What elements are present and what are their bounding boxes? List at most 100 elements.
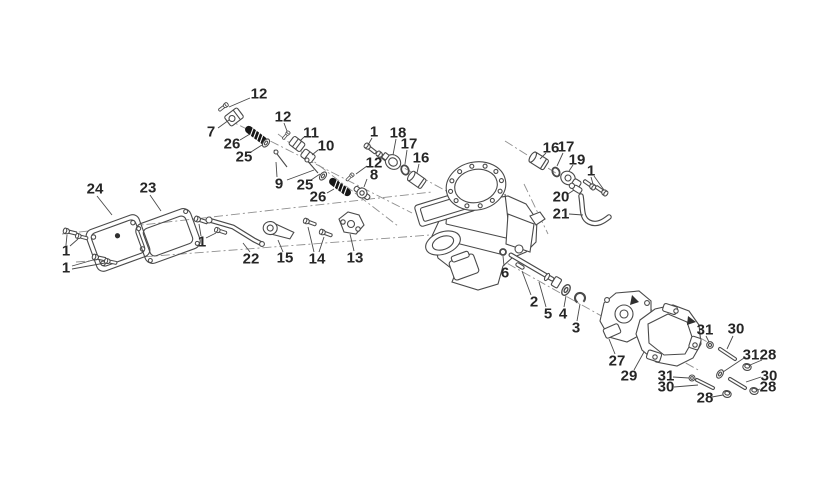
callout-25-leader [250,144,263,153]
callout-9-leader [286,169,315,181]
callout-21-leader [568,213,584,216]
callout-22-label: 22 [243,251,260,268]
callout-31-leader [672,376,690,379]
callout-14-leader [307,226,315,253]
callout-27-leader [608,338,616,355]
callout-1-leader [198,223,202,237]
part-9-rod-a [273,149,288,168]
callout-1-label: 1 [370,124,378,141]
callout-30-leader [745,376,762,383]
part-3-snapring [573,291,587,305]
callout-2-leader [521,270,532,296]
part-7-holder [224,107,244,127]
part-28-nut-b [748,386,760,396]
part-14-screw-b [318,228,334,239]
part-14-screw-a [302,217,318,228]
callout-4-label: 4 [559,306,568,323]
part-5-shaft [508,252,562,289]
callout-25-label: 25 [236,149,253,166]
callout-17-leader [556,152,564,167]
callout-6-leader [502,255,505,267]
callout-29-label: 29 [621,368,638,385]
part-30-stud-c [695,378,715,390]
callout-3-leader [576,303,581,322]
callout-16-leader [539,152,547,160]
part-12-screw-a [217,101,230,113]
callout-31-leader [705,335,710,343]
part-29-cover [635,303,702,367]
part-8-fitting [353,185,371,201]
callout-23-leader [149,194,162,212]
callout-7-label: 7 [207,124,215,141]
callout-16-leader [416,163,420,174]
callout-8-leader [363,178,368,188]
callout-13-leader [349,233,355,252]
callout-20-leader [567,189,575,195]
callout-31-label: 31 [697,322,714,339]
callout-1-leader [593,175,605,191]
callout-16-label: 16 [413,150,430,167]
callout-1-leader [590,176,594,185]
part-throttle-body [414,161,546,291]
callout-24-leader [96,195,113,216]
callout-31-leader [722,357,745,373]
callout-1-leader [69,238,79,247]
part-11-block [288,136,306,152]
part-22-lever [205,216,265,247]
callout-12-label: 12 [366,155,383,172]
callout-15-label: 15 [277,250,294,267]
callout-leaders [65,97,763,398]
callout-24-label: 24 [87,181,104,198]
callout-30-leader [726,335,734,350]
callout-1-label: 1 [62,260,70,277]
callout-30-label: 30 [658,379,675,396]
callout-26-label: 26 [310,189,327,206]
part-15-bracket [262,220,295,240]
callout-21-label: 21 [553,206,570,223]
callout-28-leader [756,388,761,391]
callout-28-label: 28 [760,347,777,364]
callout-6-label: 6 [501,265,509,282]
part-28-nut-a [741,362,753,372]
callout-31-label: 31 [743,347,760,364]
callout-19-label: 19 [569,152,586,169]
part-20-joint [568,182,583,194]
part-9-rod-b [304,157,319,174]
part-6-oring [499,248,507,256]
part-2-pin [515,262,525,270]
callout-26-leader [239,133,251,141]
callout-12-leader [355,165,368,175]
part-17-oring-a [400,164,410,176]
callout-1-label: 1 [198,234,206,251]
callout-1-leader [71,262,106,270]
callout-17-leader [404,149,408,165]
part-31-nut-b [714,368,726,380]
callout-5-leader [538,281,547,308]
part-31-nut-c [688,374,696,382]
callout-4-leader [563,295,567,308]
part-1-screw-a [362,141,379,156]
callout-23-label: 23 [140,180,157,197]
callout-12-label: 12 [251,86,268,103]
part-1-screw-j [213,226,228,236]
part-18-cap [381,152,402,170]
part-31-nut-a [706,341,714,349]
callout-18-label: 18 [390,125,407,142]
part-4-washer [559,282,573,298]
callout-1-leader [205,232,217,239]
part-24-cover [85,214,151,272]
part-30-stud-b [728,377,747,390]
part-1-screw-c [581,177,598,192]
callout-1-label: 1 [587,163,595,180]
callout-22-leader [242,242,251,253]
throttle-bore-flange [445,161,507,211]
callout-2-label: 2 [530,294,538,311]
part-21-hose [578,193,612,227]
callout-15-leader [277,239,284,253]
callout-17-label: 17 [401,136,418,153]
callout-10-label: 10 [318,138,335,155]
callout-17-label: 17 [558,139,575,156]
